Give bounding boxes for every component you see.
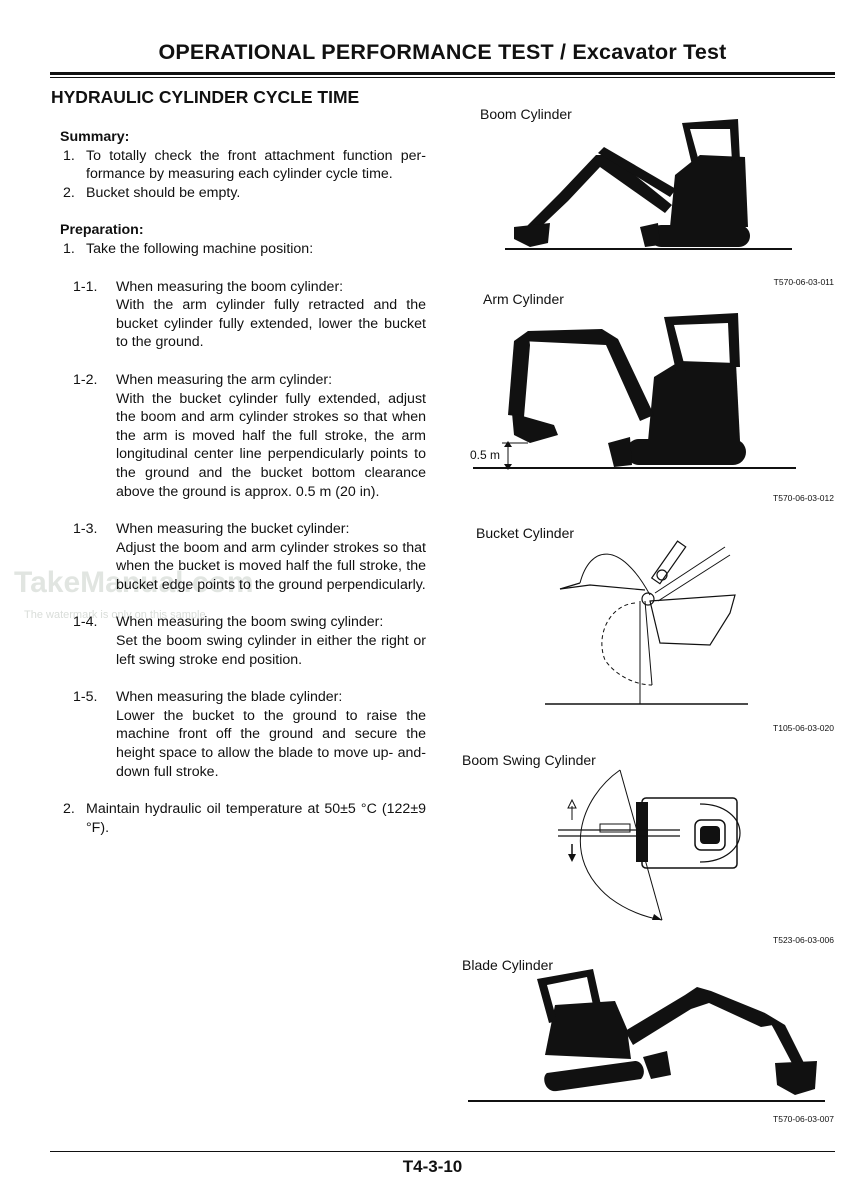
position-step: 1-5. When measuring the blade cylinder: … bbox=[60, 688, 426, 781]
preparation-item-number: 2. bbox=[63, 801, 75, 818]
figure-label-bucket-cylinder: Bucket Cylinder bbox=[476, 525, 575, 541]
header-rule-thick bbox=[50, 72, 835, 75]
position-step-heading: When measuring the boom cylinder: bbox=[116, 278, 344, 295]
preparation-item-text: Maintain hydraulic oil temperature at 50… bbox=[86, 801, 426, 836]
figure-code: T523-06-03-006 bbox=[773, 935, 834, 945]
position-step-text: Lower the bucket to the ground to raise … bbox=[116, 707, 426, 780]
preparation-label: Preparation: bbox=[60, 222, 144, 239]
boom-cylinder-illustration bbox=[505, 119, 792, 250]
figure-code: T570-06-03-011 bbox=[773, 277, 834, 287]
clearance-dimension-label: 0.5 m bbox=[470, 448, 501, 462]
preparation-item: 2. Maintain hydraulic oil temperature at… bbox=[60, 800, 426, 837]
summary-item-text: To totally check the front attachment fu… bbox=[86, 147, 426, 183]
section-title: HYDRAULIC CYLINDER CYCLE TIME bbox=[51, 87, 360, 107]
figure-label-blade-cylinder: Blade Cylinder bbox=[462, 957, 554, 973]
position-step-number: 1-4. bbox=[73, 614, 98, 631]
position-step-number: 1-1. bbox=[73, 278, 98, 295]
blade-cylinder-illustration bbox=[468, 969, 825, 1102]
position-step-heading: When measuring the bucket cylinder: bbox=[116, 521, 350, 538]
position-step-number: 1-5. bbox=[73, 689, 98, 706]
position-step-text: With the arm cylinder fully retracted an… bbox=[116, 297, 426, 351]
figure-label-boom-swing-cylinder: Boom Swing Cylinder bbox=[462, 752, 596, 768]
page-number: T4-3-10 bbox=[402, 1157, 463, 1176]
position-step-number: 1-3. bbox=[73, 521, 98, 538]
watermark-logo: TakeManual.com bbox=[14, 566, 254, 599]
summary-item: 2. Bucket should be empty. bbox=[60, 184, 426, 203]
figure-code: T105-06-03-020 bbox=[773, 723, 834, 733]
header-rule-thin bbox=[50, 77, 835, 78]
page-header-title: OPERATIONAL PERFORMANCE TEST / Excavator… bbox=[158, 40, 727, 64]
position-step-text: Set the boom swing cylinder in either th… bbox=[116, 633, 426, 668]
position-step: 1-2. When measuring the arm cylinder: Wi… bbox=[60, 371, 426, 501]
preparation-item-number: 1. bbox=[63, 240, 75, 257]
boom-swing-cylinder-illustration bbox=[558, 769, 741, 921]
summary-item-number: 2. bbox=[63, 184, 75, 201]
position-step-number: 1-2. bbox=[73, 371, 98, 388]
position-step-text: With the bucket cylinder fully extended,… bbox=[116, 390, 426, 500]
summary-item: 1. To totally check the front attachment… bbox=[60, 147, 426, 184]
position-step-heading: When measuring the arm cylinder: bbox=[116, 371, 333, 388]
position-step-text: Adjust the boom and arm cylinder strokes… bbox=[116, 539, 426, 593]
figure-code: T570-06-03-007 bbox=[773, 1114, 834, 1124]
position-step-heading: When measuring the boom swing cylinder: bbox=[116, 614, 384, 631]
position-step: 1-3. When measuring the bucket cylinder:… bbox=[60, 520, 426, 594]
position-step: 1-4. When measuring the boom swing cylin… bbox=[60, 613, 426, 669]
figure-label-boom-cylinder: Boom Cylinder bbox=[480, 106, 572, 122]
figure-code: T570-06-03-012 bbox=[773, 493, 834, 503]
summary-item-number: 1. bbox=[63, 147, 75, 164]
bucket-cylinder-illustration bbox=[545, 540, 748, 705]
figure-label-arm-cylinder: Arm Cylinder bbox=[483, 291, 564, 307]
footer-rule bbox=[50, 1151, 835, 1152]
preparation-item: 1. Take the following machine position: bbox=[60, 240, 426, 259]
position-step: 1-1. When measuring the boom cylinder: W… bbox=[60, 278, 426, 352]
preparation-item-text: Take the following machine position: bbox=[86, 240, 314, 257]
watermark-caption: The watermark is only on this sample bbox=[24, 609, 206, 621]
procedure-text-column: Summary: 1. To totally check the front a… bbox=[60, 128, 426, 837]
position-step-heading: When measuring the blade cylinder: bbox=[116, 689, 343, 706]
summary-item-text: Bucket should be empty. bbox=[86, 184, 241, 201]
summary-label: Summary: bbox=[60, 129, 130, 145]
arm-cylinder-illustration bbox=[473, 313, 796, 470]
